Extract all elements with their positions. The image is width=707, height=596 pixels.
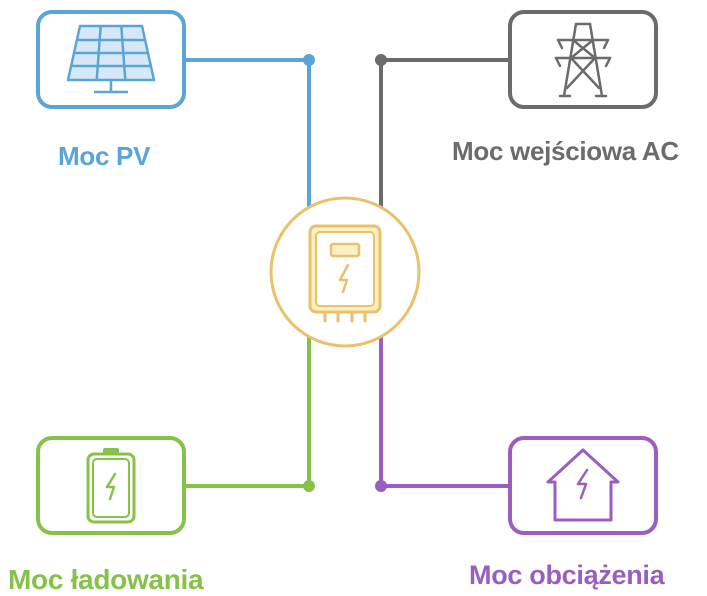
load-power-label: Moc obciążenia [469,560,665,590]
load-connection-line [375,336,510,492]
inverter-node [269,196,421,348]
ac-input-power-label: Moc wejściowa AC [452,136,679,166]
charging-box [36,436,186,535]
ac-connection-line [375,54,510,208]
pv-connection-line [184,54,315,208]
charging-connection-line [184,336,315,492]
ac-input-box [508,10,658,109]
charging-power-label: Moc ładowania [8,564,204,595]
battery-icon [86,448,136,524]
pv-power-label: Moc PV [58,141,151,171]
inverter-icon [308,224,382,323]
load-box [508,436,658,535]
power-tower-icon [554,22,612,98]
house-icon [546,448,620,522]
pv-box [36,10,186,109]
solar-panel-icon [66,24,156,94]
